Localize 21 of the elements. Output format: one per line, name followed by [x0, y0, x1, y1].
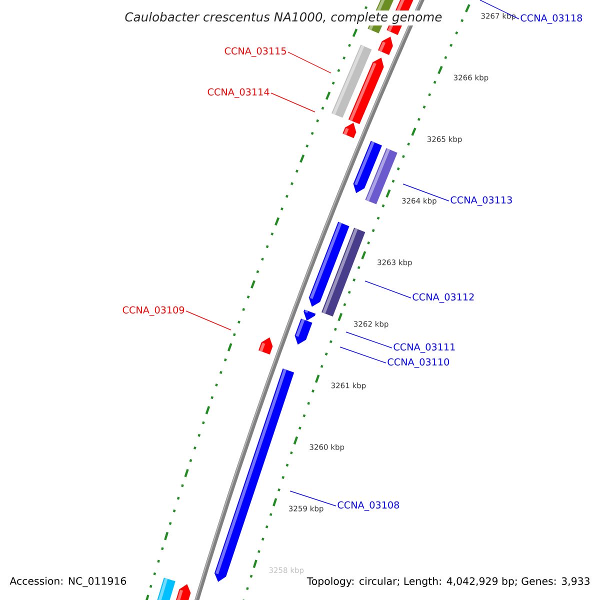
leader-line: [364, 280, 412, 298]
footer-text: Topology: circular; Length: 4,042,929 bp; Genes: 3,933: [305, 576, 592, 588]
gene-label: CCNA_03115: [224, 47, 286, 57]
gene-label: CCNA_03109: [122, 306, 184, 316]
leader-line: [346, 332, 392, 348]
leader-line: [340, 346, 386, 364]
title: Caulobacter crescentus NA1000, complete genome: [123, 10, 444, 26]
leader-line: [402, 184, 450, 202]
leader-line: [288, 52, 332, 74]
gene-label: CCNA_03118: [520, 14, 582, 24]
leader-line: [186, 310, 232, 330]
gene-label: CCNA_03114: [208, 88, 270, 98]
gene-label: CCNA_03108: [338, 501, 400, 511]
footer-text: Accession: NC_011916: [8, 575, 128, 589]
gene-label: CCNA_03113: [450, 196, 512, 206]
leader-line: [270, 92, 316, 112]
gene-label: CCNA_03111: [394, 343, 455, 353]
gene-label: CCNA_03112: [412, 293, 474, 303]
gene-label: CCNA_03110: [388, 358, 450, 368]
leader-line: [290, 490, 336, 506]
leader-line: [480, 0, 520, 20]
